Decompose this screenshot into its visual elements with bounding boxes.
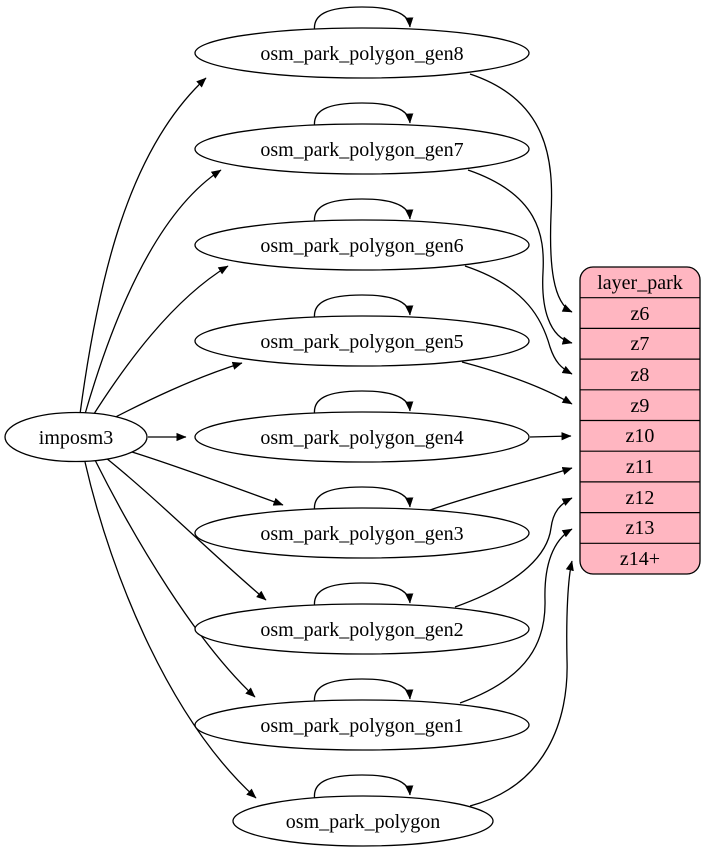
gen2-label: osm_park_polygon_gen2: [260, 619, 463, 641]
self-loop-gen1: [313, 678, 414, 706]
edges-from-source: [79, 77, 284, 799]
layer-park-title: layer_park: [597, 272, 683, 294]
gen7-ellipse: [194, 123, 530, 175]
self-loop-gen4: [313, 390, 414, 418]
edge-imposm3-to-gen8: [79, 77, 207, 415]
gen5-ellipse: [194, 315, 530, 367]
layer-row-z10: z10: [626, 425, 655, 447]
edge-gen5-to-z9: [461, 361, 573, 405]
gen6-label: osm_park_polygon_gen6: [260, 235, 463, 257]
gen4-ellipse: [194, 411, 530, 463]
edge-polygon-to-z14: [469, 560, 574, 807]
edge-gen1-to-z13: [459, 528, 573, 704]
edge-imposm3-to-gen3: [131, 451, 284, 506]
edge-imposm3-to-gen1: [94, 459, 256, 698]
edge-gen7-to-z7: [467, 169, 573, 345]
gen2-ellipse: [194, 603, 530, 655]
edge-gen2-to-z12: [454, 497, 573, 608]
edge-gen8-to-z6: [469, 73, 573, 313]
edge-imposm3-to-gen6: [91, 265, 229, 418]
self-loops: [313, 6, 414, 802]
node-osm-park-polygon-gen5: osm_park_polygon_gen5: [194, 315, 530, 367]
self-loop-gen3: [313, 486, 414, 514]
imposm3-label: imposm3: [39, 427, 113, 449]
layer-row-z6: z6: [631, 303, 650, 325]
gen7-label: osm_park_polygon_gen7: [260, 139, 463, 161]
layer-row-z8: z8: [631, 364, 650, 386]
imposm3-ellipse: [4, 411, 148, 463]
layer-row-z13: z13: [626, 517, 655, 539]
edge-imposm3-to-gen7: [84, 169, 222, 415]
self-loop-gen5: [313, 294, 414, 322]
node-osm-park-polygon-gen8: osm_park_polygon_gen8: [194, 27, 530, 79]
node-osm-park-polygon-gen3: osm_park_polygon_gen3: [194, 507, 530, 559]
node-osm-park-polygon-gen7: osm_park_polygon_gen7: [194, 123, 530, 175]
node-imposm3: imposm3: [4, 411, 148, 463]
polygon-label: osm_park_polygon: [286, 811, 440, 833]
polygon-ellipse: [232, 795, 494, 847]
gen4-label: osm_park_polygon_gen4: [260, 427, 463, 449]
gen3-ellipse: [194, 507, 530, 559]
edge-gen4-to-z10: [529, 432, 572, 441]
self-loop-gen7: [313, 102, 414, 130]
node-osm-park-polygon-gen6: osm_park_polygon_gen6: [194, 219, 530, 271]
layer-row-z9: z9: [631, 395, 650, 417]
layer-row-z12: z12: [626, 487, 655, 509]
edge-gen6-to-z8: [464, 265, 573, 375]
node-layer-park: layer_park z6 z7 z8 z9 z10 z11 z12 z13 z…: [579, 266, 701, 575]
edge-imposm3-to-polygon: [84, 461, 257, 799]
self-loop-gen8: [313, 6, 414, 34]
self-loop-gen6: [313, 198, 414, 226]
gen1-ellipse: [194, 699, 530, 751]
layer-row-z11: z11: [626, 456, 654, 478]
gen5-label: osm_park_polygon_gen5: [260, 331, 463, 353]
gen3-label: osm_park_polygon_gen3: [260, 523, 463, 545]
edge-imposm3-to-gen2: [105, 457, 267, 601]
node-osm-park-polygon-gen1: osm_park_polygon_gen1: [194, 699, 530, 751]
layer-row-z14: z14+: [620, 548, 660, 570]
edge-gen3-to-z11: [429, 467, 573, 511]
self-loop-gen2: [313, 582, 414, 610]
node-osm-park-polygon: osm_park_polygon: [232, 795, 494, 847]
edges-to-layer: [429, 73, 574, 807]
gen8-label: osm_park_polygon_gen8: [260, 43, 463, 65]
node-osm-park-polygon-gen2: osm_park_polygon_gen2: [194, 603, 530, 655]
gen8-ellipse: [194, 27, 530, 79]
node-osm-park-polygon-gen4: osm_park_polygon_gen4: [194, 411, 530, 463]
self-loop-polygon: [313, 774, 414, 802]
gen6-ellipse: [194, 219, 530, 271]
layer-row-z7: z7: [631, 333, 650, 355]
edge-imposm3-to-gen5: [101, 361, 243, 425]
gen1-label: osm_park_polygon_gen1: [260, 715, 463, 737]
